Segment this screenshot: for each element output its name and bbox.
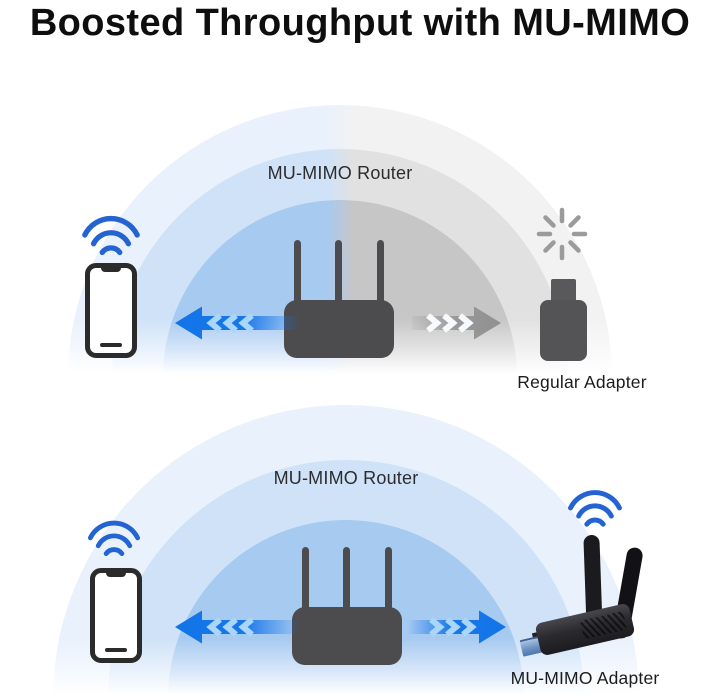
weak-signal-burst-icon bbox=[536, 207, 588, 261]
scene-mumimo-adapter: MU-MIMO Router bbox=[0, 400, 720, 697]
phone-notch bbox=[101, 267, 121, 272]
phone-notch bbox=[106, 572, 126, 577]
router-antenna-icon bbox=[335, 240, 342, 304]
gray-stream-arrow-right bbox=[412, 306, 501, 340]
mumimo-adapter-label: MU-MIMO Adapter bbox=[510, 668, 660, 688]
router bbox=[292, 547, 402, 665]
regular-adapter-label: Regular Adapter bbox=[517, 372, 647, 392]
router-antenna-icon bbox=[343, 547, 350, 611]
phone-homebar bbox=[105, 648, 127, 652]
router-body bbox=[292, 607, 402, 665]
wifi-signal-icon bbox=[87, 520, 141, 557]
smartphone-icon bbox=[90, 568, 142, 663]
wifi-signal-icon bbox=[82, 215, 140, 256]
router-label: MU-MIMO Router bbox=[273, 468, 419, 488]
blue-stream-arrow-right bbox=[407, 610, 506, 644]
wifi-signal-icon bbox=[568, 490, 622, 527]
usb-plug bbox=[551, 279, 576, 303]
scene-regular-adapter: MU-MIMO Router bbox=[0, 85, 720, 400]
router-antenna-icon bbox=[302, 547, 309, 611]
router-antenna-icon bbox=[385, 547, 392, 611]
adapter-body bbox=[540, 300, 587, 361]
phone-homebar bbox=[100, 343, 122, 347]
router-label: MU-MIMO Router bbox=[267, 163, 413, 183]
blue-stream-arrow-left bbox=[175, 610, 300, 644]
router-antenna-icon bbox=[377, 240, 384, 304]
regular-usb-adapter-icon bbox=[540, 279, 587, 361]
blue-stream-arrow-left bbox=[175, 306, 300, 340]
mumimo-usb-adapter-icon bbox=[515, 525, 665, 665]
router bbox=[284, 240, 394, 358]
adapter-vent-grille bbox=[579, 611, 628, 640]
router-antenna-icon bbox=[294, 240, 301, 304]
router-body bbox=[284, 300, 394, 358]
smartphone-icon bbox=[85, 263, 137, 358]
page-title: Boosted Throughput with MU-MIMO bbox=[29, 2, 691, 44]
